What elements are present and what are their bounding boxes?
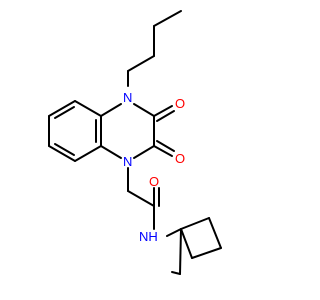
bond (153, 105, 173, 117)
bond (48, 100, 76, 117)
bond (156, 110, 175, 122)
bond (54, 106, 75, 119)
bond (180, 228, 193, 259)
bond (208, 217, 222, 249)
atom-label-o: O (175, 96, 185, 111)
atom-label-o: O (149, 174, 159, 189)
bond (48, 145, 76, 162)
bond (171, 271, 181, 275)
bond (179, 228, 182, 275)
atom-label-n: N (123, 90, 132, 105)
bond (127, 55, 155, 72)
bond (153, 10, 182, 27)
bond (166, 228, 182, 237)
bond (54, 143, 75, 156)
bond (133, 103, 155, 117)
bond (74, 145, 102, 162)
bond (100, 145, 122, 159)
bond (156, 140, 175, 152)
structure-canvas: N N O O O NH (48, 10, 222, 275)
bond (153, 145, 173, 157)
bond (191, 247, 222, 259)
bond (100, 103, 122, 117)
bond (74, 100, 102, 117)
bond (133, 145, 155, 159)
atom-label-o: O (175, 151, 185, 166)
atom-label-nh: NH (139, 229, 158, 244)
bond (180, 217, 210, 230)
bond (127, 190, 155, 207)
molecule-structure: N N O O O NH (48, 10, 222, 275)
atom-label-n: N (123, 154, 132, 169)
